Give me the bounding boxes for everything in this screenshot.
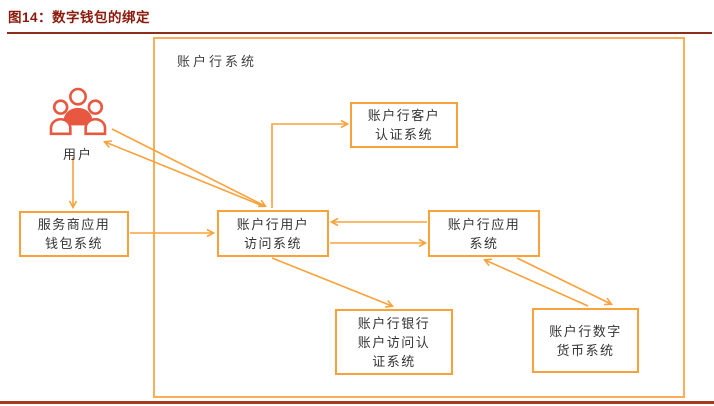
node-line: 账户访问认 <box>357 334 431 350</box>
node-line: 账户行银行 <box>357 315 431 331</box>
container-label: 账户行系统 <box>177 54 258 69</box>
node-line: 证系统 <box>372 353 416 369</box>
node-line: 账户行数字 <box>549 323 622 339</box>
node-service-provider-wallet: 服务商应用 钱包系统 <box>19 211 129 257</box>
node-application-system: 账户行应用 系统 <box>428 210 540 257</box>
node-line: 服务商应用 <box>37 217 111 232</box>
bottom-rule <box>0 401 714 404</box>
users-icon <box>49 87 107 136</box>
node-line: 钱包系统 <box>44 236 103 251</box>
node-user-access-system: 账户行用户 访问系统 <box>217 210 329 257</box>
node-line: 账户行客户 <box>367 108 441 123</box>
user-node: 用户 <box>42 87 114 163</box>
node-line: 货币系统 <box>556 342 615 358</box>
node-line: 系统 <box>469 235 499 251</box>
node-line: 访问系统 <box>243 235 302 251</box>
node-line: 账户行用户 <box>236 216 310 232</box>
account-bank-system-container: 账户行系统 <box>153 37 685 398</box>
user-label: 用户 <box>62 147 93 162</box>
title-underline <box>7 32 712 34</box>
node-digital-currency-system: 账户行数字 货币系统 <box>532 308 639 373</box>
figure-title: 图14：数字钱包的绑定 <box>8 10 151 25</box>
node-line: 认证系统 <box>374 127 433 142</box>
node-customer-verification-system: 账户行客户 认证系统 <box>350 102 458 148</box>
node-bank-account-access-auth-system: 账户行银行 账户访问认 证系统 <box>335 309 453 375</box>
node-line: 账户行应用 <box>447 216 521 232</box>
